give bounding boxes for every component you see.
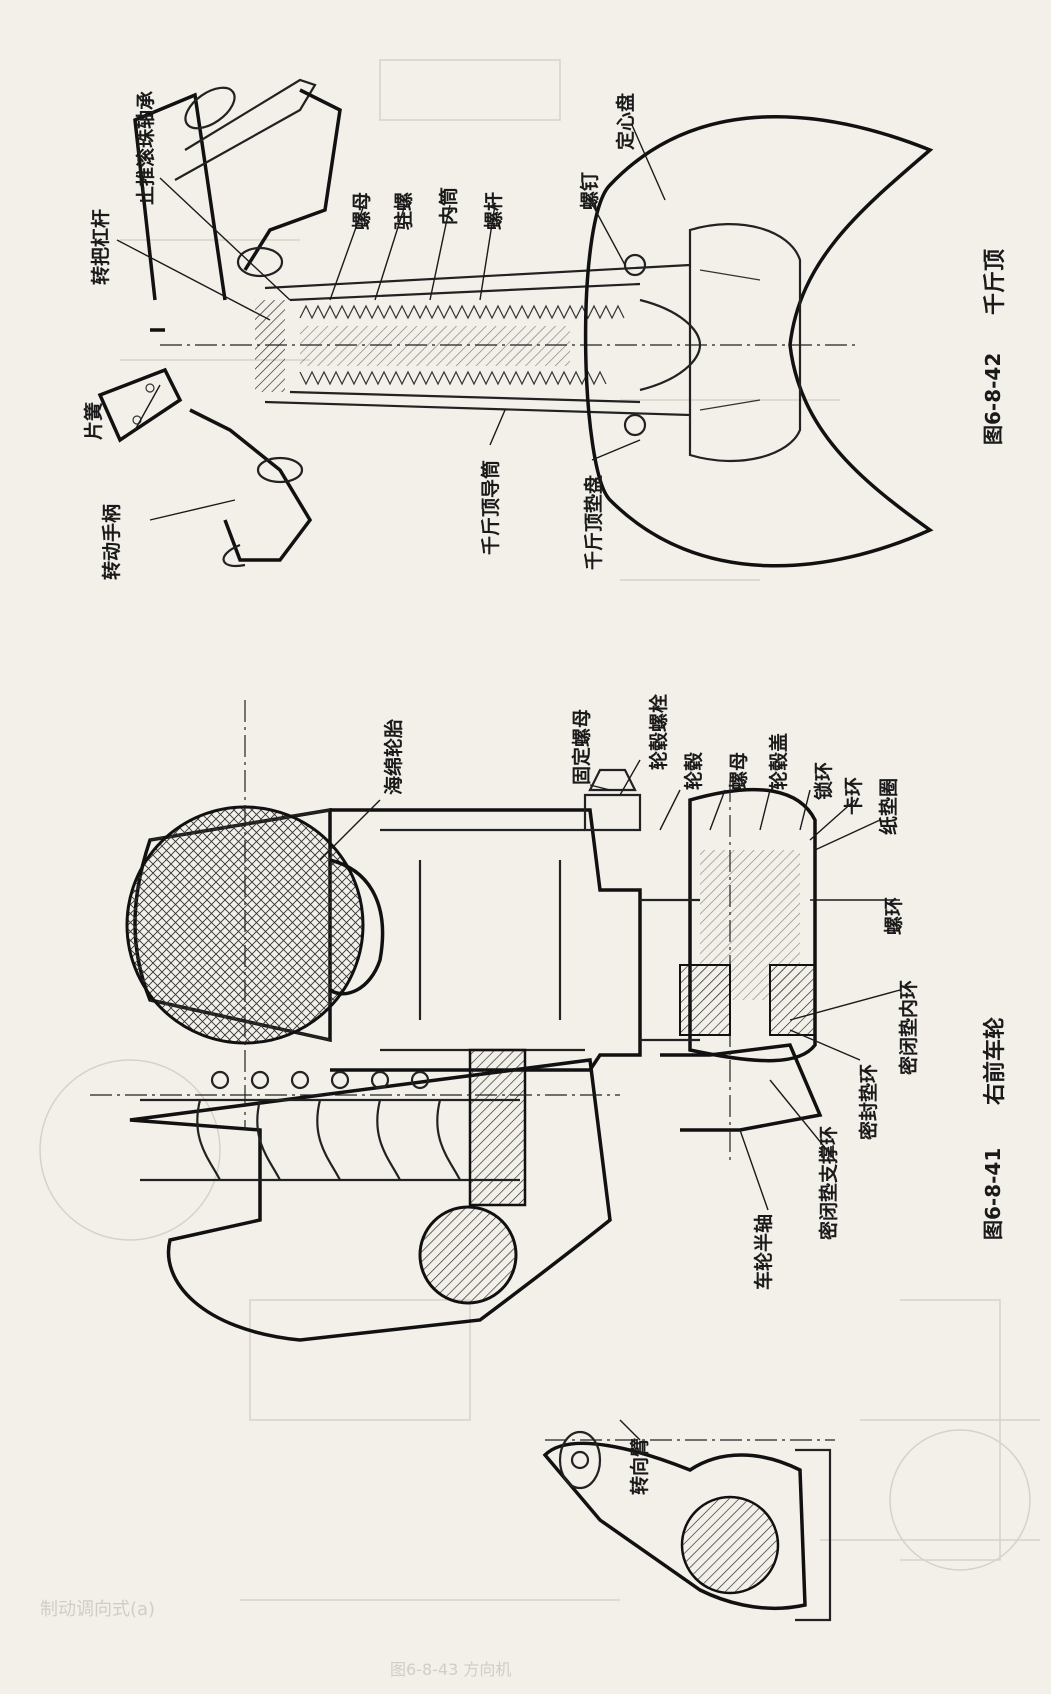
label-hub-nut: 螺母 [728, 752, 750, 790]
jack-lever [133, 92, 227, 332]
label-half-shaft: 车轮半轴 [752, 1214, 775, 1290]
wheel-hub-cap [688, 787, 817, 1063]
label-hub: 轮毂 [682, 752, 705, 790]
wheel-hub-body [330, 808, 642, 1072]
bleed-text: 制动调向式(a) 图6-8-43 方向机 [40, 1599, 511, 1679]
label-centering-disk: 定心盘 [614, 93, 637, 150]
label-hub-bolt: 轮毂螺栓 [647, 694, 670, 770]
label-guide-tube: 千斤顶导筒 [479, 460, 502, 555]
figure-41-number: 图6-8-41 [981, 1148, 1005, 1240]
wheel-knuckle [129, 1058, 612, 1342]
jack-base-plate [583, 115, 934, 568]
label-leaf-spring: 片簧 [82, 402, 105, 440]
label-hub-cap: 轮毂盖 [767, 733, 790, 790]
label-screw-ring: 螺环 [883, 897, 905, 935]
figure-42-title: 千斤顶 [983, 249, 1008, 315]
label-paper-washer: 纸垫圈 [877, 778, 900, 835]
label-set-screw: 驻螺 [392, 192, 415, 230]
bleed-through [39, 59, 1040, 1601]
wheel-leaders [319, 759, 901, 1441]
svg-text:图6-8-43 方向机: 图6-8-43 方向机 [390, 1660, 511, 1679]
wheel-labels: 海绵轮胎 固定螺母 轮毂螺栓 轮毂 螺母 轮毂盖 锁环 卡环 纸垫圈 螺环 密闭… [382, 694, 1008, 1495]
jack-labels: 片簧 转把杠杆 止推滚珠轴承 螺母 驻螺 内筒 螺杆 螺钉 定心盘 转动手柄 千… [82, 91, 1008, 580]
label-turning-handle: 转动手柄 [100, 504, 123, 580]
label-seal-inner-ring: 密闭垫内环 [897, 980, 920, 1075]
svg-text:制动调向式(a): 制动调向式(a) [40, 1599, 155, 1620]
jack-leaders [116, 124, 666, 521]
label-steering-arm: 转向臂 [628, 1438, 651, 1495]
label-sponge-tire: 海绵轮胎 [382, 719, 405, 795]
jack-drawing [97, 78, 934, 568]
label-screw: 螺钉 [578, 172, 601, 210]
label-snap-ring: 卡环 [842, 777, 865, 815]
label-lock-ring: 锁环 [812, 762, 835, 800]
steering-arm [542, 1441, 807, 1610]
jack-turning-handle [189, 408, 313, 562]
label-lever: 转把杠杆 [89, 209, 112, 285]
wheel-drawing [90, 700, 835, 1622]
label-base-plate: 千斤顶垫盘 [582, 475, 605, 570]
label-seal-support-ring: 密闭垫支撑环 [817, 1126, 840, 1240]
label-thrust-bearing: 止推滚珠轴承 [134, 91, 157, 205]
label-seal-ring: 密封垫环 [857, 1064, 880, 1140]
label-inner-tube: 内筒 [437, 187, 460, 225]
jack-leaf-spring [97, 367, 183, 443]
figure-41-title: 右前车轮 [982, 1017, 1008, 1105]
figure-42-number: 图6-8-42 [981, 353, 1005, 445]
label-jack-nut: 螺母 [351, 192, 373, 230]
label-lock-nut: 固定螺母 [570, 709, 593, 785]
label-screw-rod: 螺杆 [482, 192, 505, 230]
